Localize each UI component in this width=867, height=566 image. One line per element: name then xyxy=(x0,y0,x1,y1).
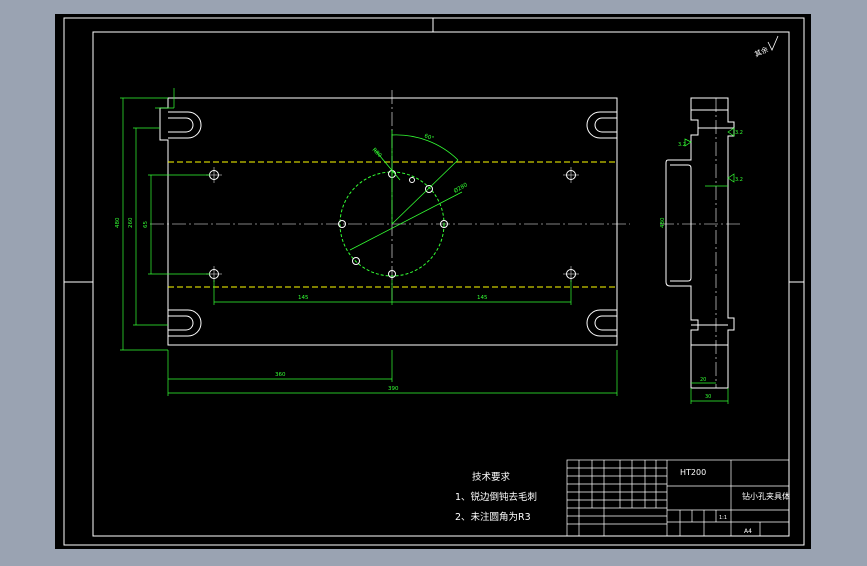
side-view: 3.2 3.2 3.2 480 30 20 xyxy=(660,97,743,404)
slot-top-right xyxy=(586,111,617,139)
svg-text:3.2: 3.2 xyxy=(735,177,743,183)
tech-req-item-2: 2、未注圆角为R3 xyxy=(455,511,531,523)
dim-pcd-angle: 60° xyxy=(423,133,434,142)
dim-hole-span-vertical: 260 xyxy=(128,217,134,228)
hole-pcd-6 xyxy=(338,220,346,228)
hole-pcd-3 xyxy=(440,220,448,228)
surface-finish-2: 3.2 xyxy=(678,138,692,148)
slot-bottom-right xyxy=(586,309,617,337)
hole-corner-br xyxy=(563,266,579,282)
dim-hole-row-length: 360 xyxy=(275,372,286,378)
angle-leader-2 xyxy=(391,159,459,225)
slot-bottom-left xyxy=(168,309,202,337)
dim-hole-spacing-left: 145 xyxy=(298,295,309,301)
title-sheet-label: A4 xyxy=(744,528,752,535)
side-outline xyxy=(665,97,735,389)
pitch-circle xyxy=(339,171,445,277)
dim-overall-height: 480 xyxy=(115,217,121,228)
title-scale: 1:1 xyxy=(719,515,727,521)
hole-pcd-7 xyxy=(409,177,415,183)
tech-req-heading: 技术要求 xyxy=(472,471,511,483)
dim-side-thickness-2: 20 xyxy=(700,377,706,383)
hole-pcd-5 xyxy=(352,257,360,265)
dim-left-hole-vertical: 65 xyxy=(143,221,149,228)
svg-text:3.2: 3.2 xyxy=(678,142,686,148)
hole-pcd-4 xyxy=(388,270,396,278)
hole-corner-tr xyxy=(563,167,579,183)
surface-finish-3: 3.2 xyxy=(727,173,743,183)
title-block xyxy=(566,459,790,537)
dim-side-thickness: 30 xyxy=(705,394,711,400)
slot-top-left xyxy=(168,111,202,139)
svg-text:3.2: 3.2 xyxy=(735,130,743,136)
dim-hole-spacing-right: 145 xyxy=(477,295,488,301)
radius-leader xyxy=(349,191,463,251)
front-view: 60° R80 Ø280 480 260 65 145 145 360 xyxy=(115,88,630,396)
tech-req-item-1: 1、锐边倒钝去毛刺 xyxy=(455,491,537,503)
sheet-inner-border xyxy=(92,31,790,537)
dim-overall-length: 390 xyxy=(388,386,399,392)
hole-pcd-2 xyxy=(425,185,433,193)
title-material: HT200 xyxy=(680,468,706,477)
dim-side-height: 480 xyxy=(660,217,666,228)
surface-finish-1: 3.2 xyxy=(727,127,743,137)
technical-requirements: 技术要求 1、锐边倒钝去毛刺 2、未注圆角为R3 xyxy=(455,471,537,523)
radius-leader-2 xyxy=(374,149,401,181)
title-part-name: 钻小孔夹具体 xyxy=(742,491,790,501)
angle-arc xyxy=(391,134,459,161)
